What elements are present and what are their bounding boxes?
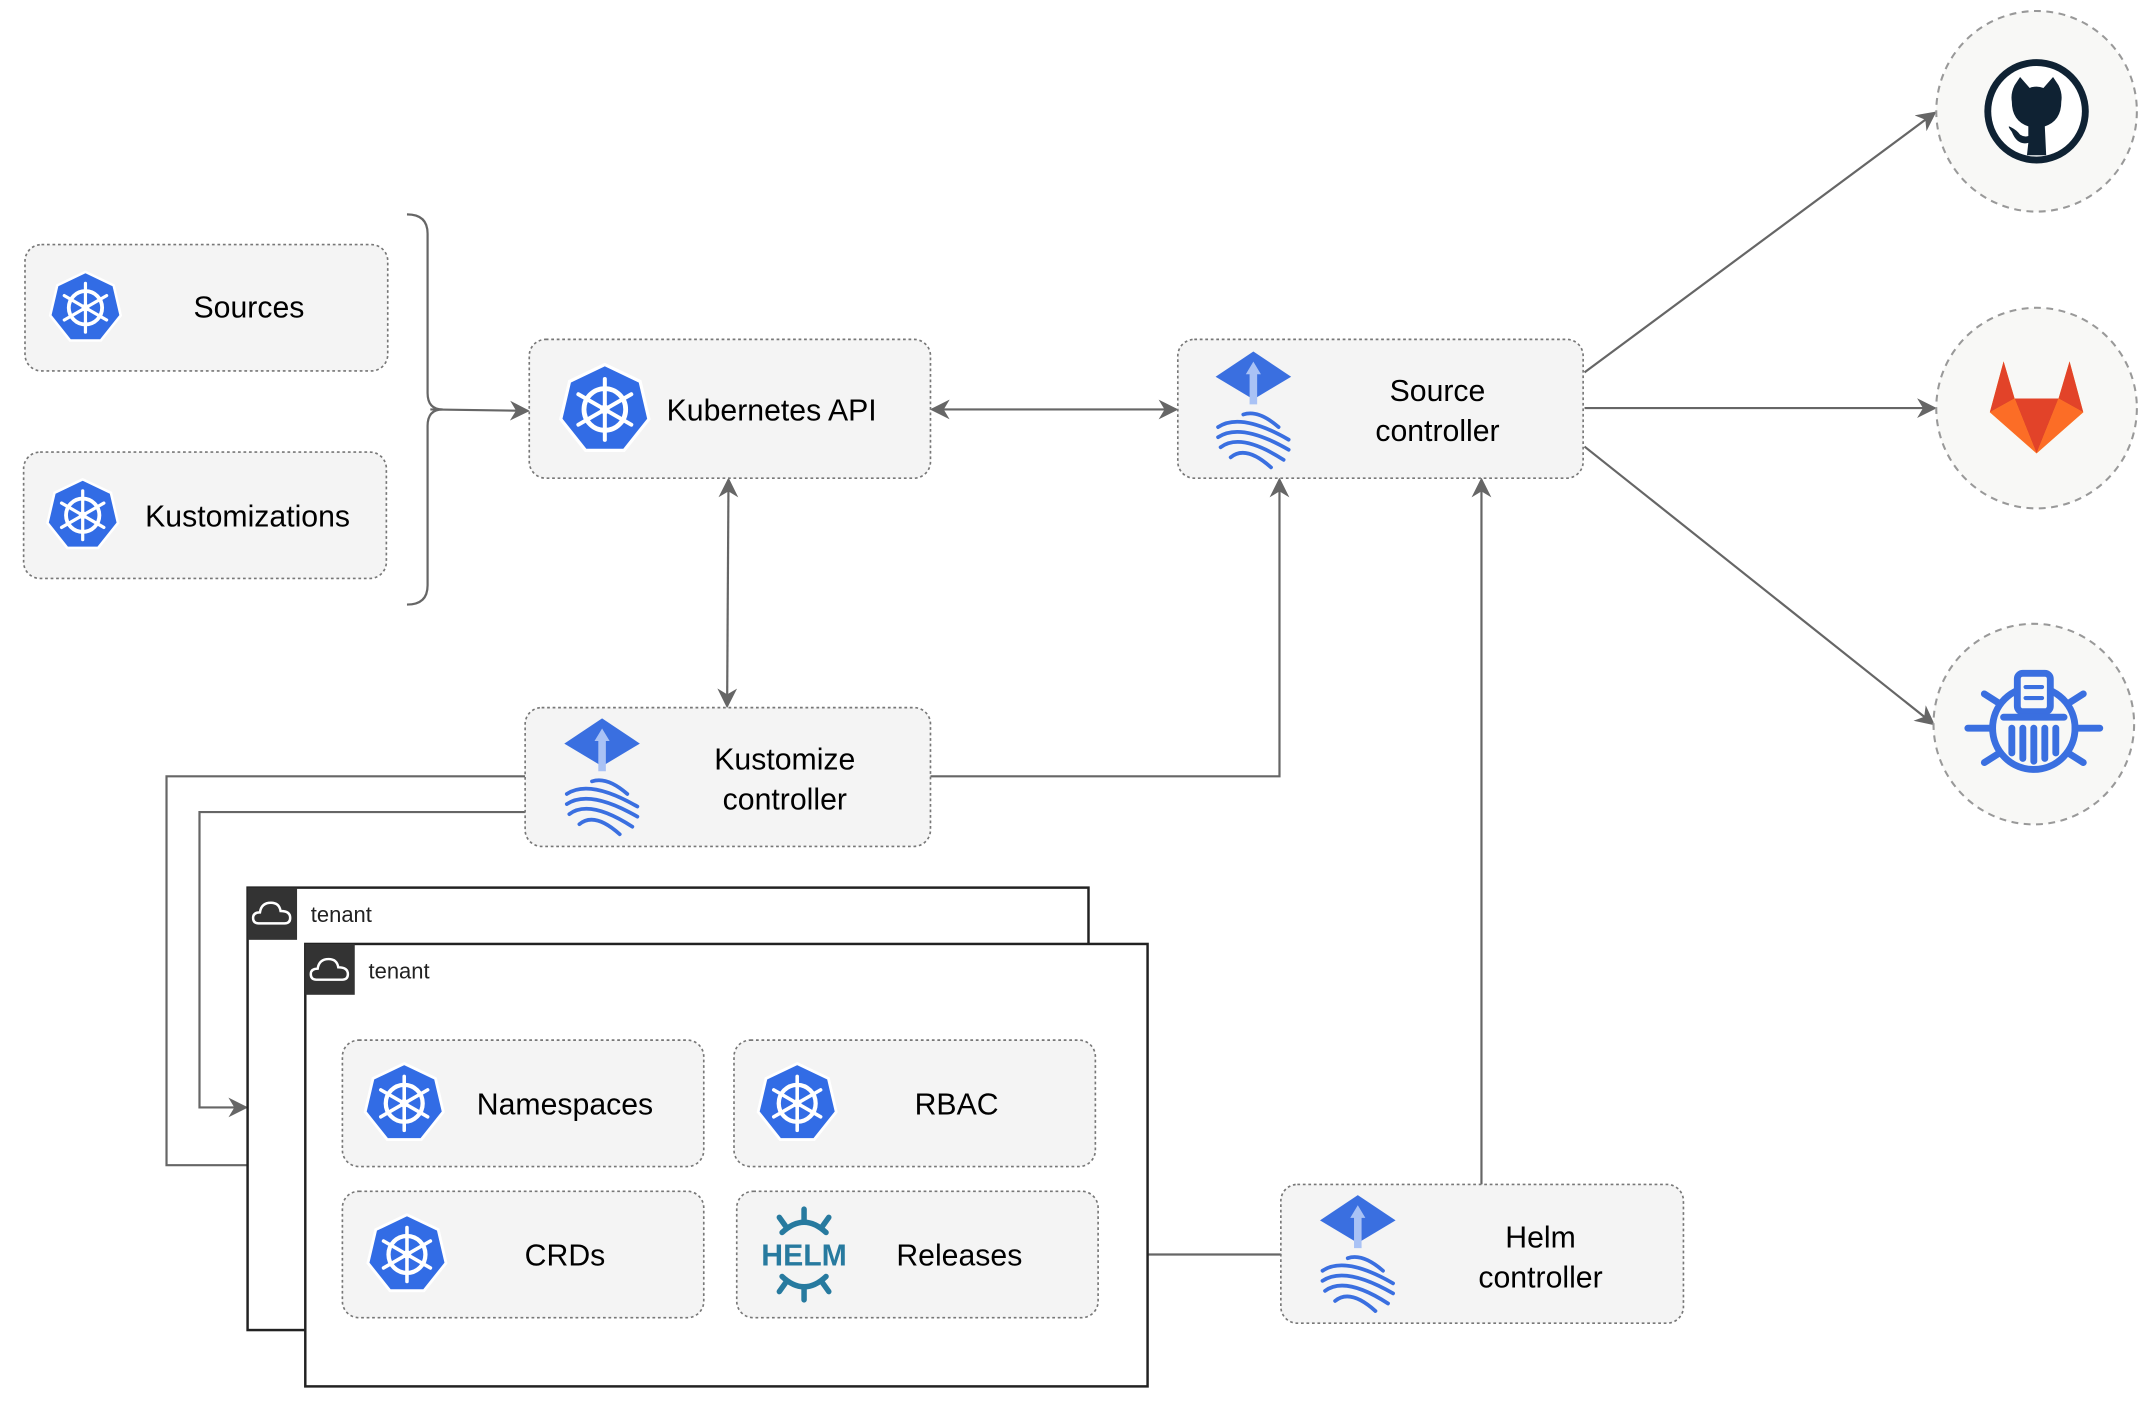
edge-kubernetes-api-kustomize-controller bbox=[717, 477, 739, 709]
resource-releases[interactable]: HELM Releases bbox=[735, 1190, 1099, 1319]
resource-label: Releases bbox=[896, 1239, 1022, 1272]
edge-source-to-github bbox=[1583, 111, 1937, 374]
resource-label: CRDs bbox=[525, 1239, 606, 1272]
node-label: Sources bbox=[194, 291, 305, 324]
resource-crds[interactable]: CRDs bbox=[341, 1190, 705, 1319]
node-sources[interactable]: Sources bbox=[24, 243, 389, 372]
node-label-line2: controller bbox=[723, 783, 847, 816]
node-helm-controller[interactable]: Helm controller bbox=[1280, 1183, 1685, 1325]
sources-brace bbox=[406, 213, 443, 606]
node-label: Kubernetes API bbox=[667, 394, 877, 427]
node-label-line1: Kustomize bbox=[714, 743, 855, 776]
gitlab-icon bbox=[1989, 361, 2084, 454]
edge-kustomize-to-source-controller bbox=[930, 477, 1290, 778]
node-kustomize-controller[interactable]: Kustomize controller bbox=[524, 706, 932, 848]
tenant-label: tenant bbox=[369, 958, 430, 983]
resource-label: Namespaces bbox=[477, 1088, 653, 1121]
resource-label: RBAC bbox=[915, 1088, 999, 1121]
tenant-label: tenant bbox=[311, 902, 372, 927]
edge-kustomize-to-tenant-front bbox=[165, 775, 526, 1176]
node-label-line1: Helm bbox=[1505, 1222, 1576, 1255]
node-label-line1: Source bbox=[1390, 375, 1486, 408]
edge-resources-to-kubernetes-api bbox=[430, 400, 530, 421]
node-source-controller[interactable]: Source controller bbox=[1176, 338, 1584, 479]
node-kubernetes-api[interactable]: Kubernetes API bbox=[528, 338, 932, 479]
resource-rbac[interactable]: RBAC bbox=[733, 1039, 1097, 1168]
github-icon bbox=[1984, 59, 2089, 164]
node-label-line2: controller bbox=[1375, 415, 1499, 448]
node-kustomizations[interactable]: Kustomizations bbox=[22, 451, 388, 580]
edge-source-to-bucket bbox=[1583, 445, 1936, 726]
node-label-line2: controller bbox=[1478, 1261, 1602, 1294]
external-bucket[interactable] bbox=[1932, 622, 2136, 826]
external-github[interactable] bbox=[1935, 9, 2138, 213]
bucket-icon bbox=[1964, 669, 2104, 773]
helm-icon: HELM bbox=[761, 1206, 847, 1303]
external-gitlab[interactable] bbox=[1935, 306, 2138, 510]
helm-wordmark: HELM bbox=[761, 1239, 847, 1272]
edge-kustomize-to-tenant-back bbox=[198, 810, 526, 1118]
resource-namespaces[interactable]: Namespaces bbox=[341, 1039, 705, 1168]
node-label: Kustomizations bbox=[145, 500, 350, 533]
